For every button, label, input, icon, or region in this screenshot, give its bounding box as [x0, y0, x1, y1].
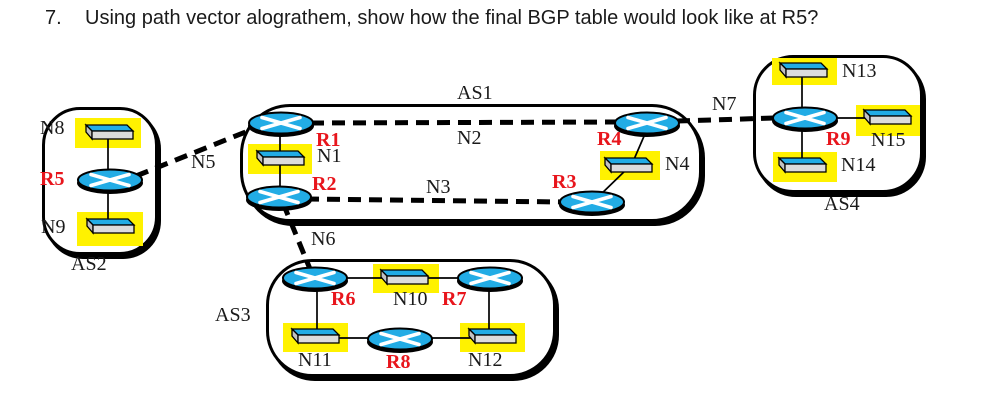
link-n5 — [135, 124, 259, 179]
network-highlights — [75, 58, 920, 352]
router-r8-icon — [365, 326, 435, 355]
question-number: 7. — [45, 7, 62, 29]
label-n8: N8 — [40, 117, 65, 139]
label-n15: N15 — [871, 129, 906, 151]
router-r5-icon — [75, 167, 145, 196]
label-r3: R3 — [552, 171, 577, 193]
label-r4: R4 — [597, 128, 622, 150]
solid-links — [107, 73, 886, 339]
network-n13-icon — [779, 62, 828, 78]
label-n14: N14 — [841, 154, 876, 176]
link-n6 — [280, 202, 313, 270]
question-text: Using path vector alograthem, show how t… — [85, 7, 819, 29]
network-n14-icon — [778, 157, 827, 173]
dashed-links — [135, 115, 776, 270]
label-r1: R1 — [316, 129, 341, 151]
label-as2: AS2 — [71, 253, 107, 275]
label-n4: N4 — [665, 153, 690, 175]
label-as1: AS1 — [457, 82, 493, 104]
network-n11-icon — [291, 328, 340, 344]
label-r8: R8 — [386, 351, 411, 373]
router-r2-icon — [244, 184, 314, 213]
network-n12-icon — [468, 328, 517, 344]
link-n7 — [676, 115, 776, 124]
router-r3-icon — [557, 189, 627, 218]
network-n15-icon — [863, 109, 912, 125]
label-n3: N3 — [426, 176, 451, 198]
link-n3 — [305, 196, 565, 205]
label-n5: N5 — [191, 151, 216, 173]
label-as4: AS4 — [824, 193, 860, 215]
label-n2: N2 — [457, 127, 482, 149]
router-r7-icon — [455, 265, 525, 294]
label-n11: N11 — [298, 349, 332, 371]
label-n9: N9 — [41, 216, 66, 238]
network-n8-icon — [85, 124, 134, 140]
network-n9-icon — [86, 218, 135, 234]
router-r1-icon — [246, 110, 316, 139]
label-n7: N7 — [712, 93, 737, 115]
label-n6: N6 — [311, 228, 336, 250]
network-n1-icon — [256, 150, 305, 166]
label-r9: R9 — [826, 128, 851, 150]
network-n10-icon — [380, 269, 429, 285]
label-r5: R5 — [40, 168, 65, 190]
label-n1: N1 — [317, 145, 342, 167]
label-r7: R7 — [442, 288, 467, 310]
label-r6: R6 — [331, 288, 356, 310]
network-n4-icon — [604, 157, 653, 173]
router-r4-icon — [612, 110, 682, 139]
label-r2: R2 — [312, 173, 337, 195]
label-n12: N12 — [468, 349, 503, 371]
label-n10: N10 — [393, 288, 428, 310]
label-as3: AS3 — [215, 304, 251, 326]
link-n2 — [310, 119, 619, 126]
label-n13: N13 — [842, 60, 877, 82]
